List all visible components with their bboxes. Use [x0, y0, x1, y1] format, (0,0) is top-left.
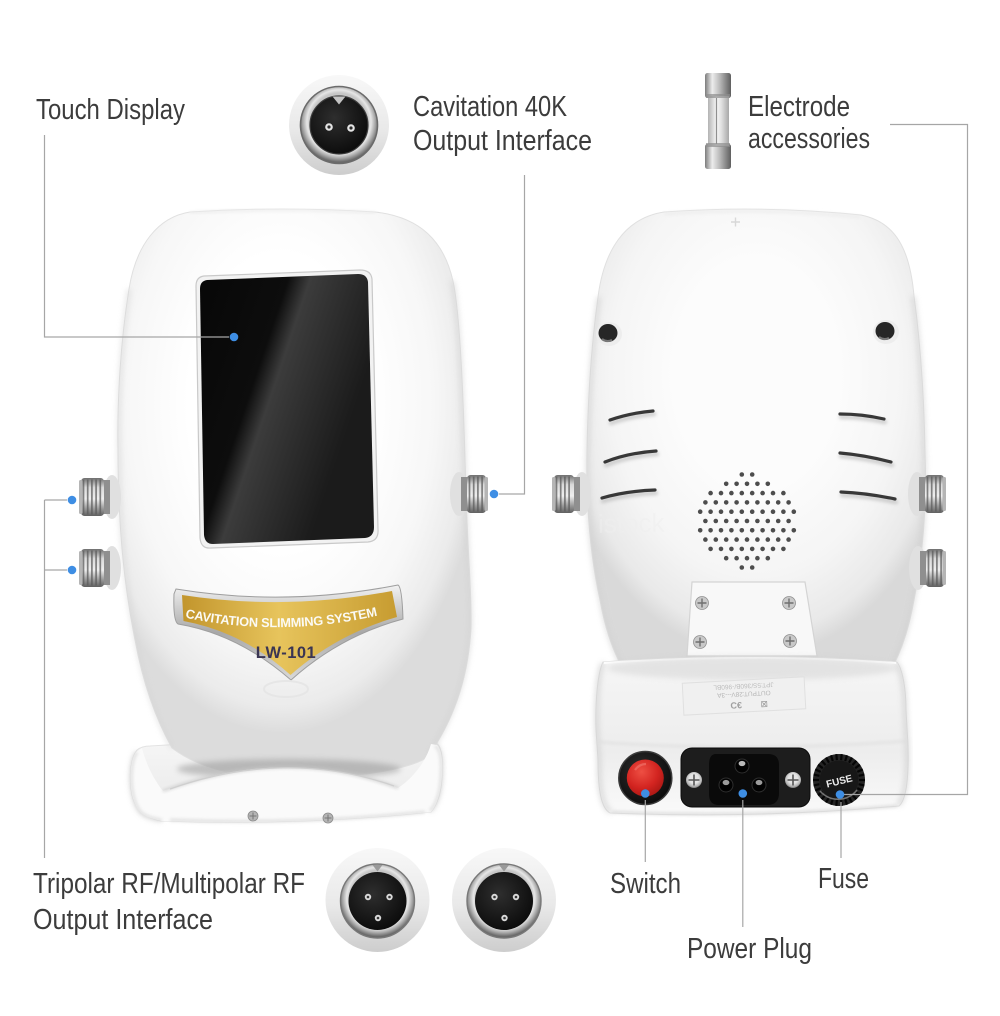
svg-text:Output Interface: Output Interface	[413, 125, 592, 157]
svg-text:Tripolar RF/Multipolar RF: Tripolar RF/Multipolar RF	[33, 868, 305, 900]
svg-text:LW-101: LW-101	[256, 644, 316, 662]
svg-text:accessories: accessories	[748, 123, 870, 155]
svg-text:Fuse: Fuse	[818, 863, 869, 895]
svg-text:Touch Display: Touch Display	[36, 94, 185, 126]
svg-text:C€: C€	[730, 700, 742, 711]
svg-text:OUTPUT:28V---3A: OUTPUT:28V---3A	[716, 689, 770, 699]
svg-text:⊠: ⊠	[760, 699, 768, 709]
svg-text:Power Plug: Power Plug	[687, 933, 812, 965]
svg-text:Electrode: Electrode	[748, 91, 850, 123]
svg-text:JPT:5S/360B/-960BL: JPT:5S/360B/-960BL	[713, 680, 774, 690]
svg-text:Output Interface: Output Interface	[33, 904, 213, 936]
svg-text:Cavitation 40K: Cavitation 40K	[413, 91, 568, 123]
svg-text:istock: istock	[598, 508, 666, 539]
svg-text:Switch: Switch	[610, 868, 681, 900]
